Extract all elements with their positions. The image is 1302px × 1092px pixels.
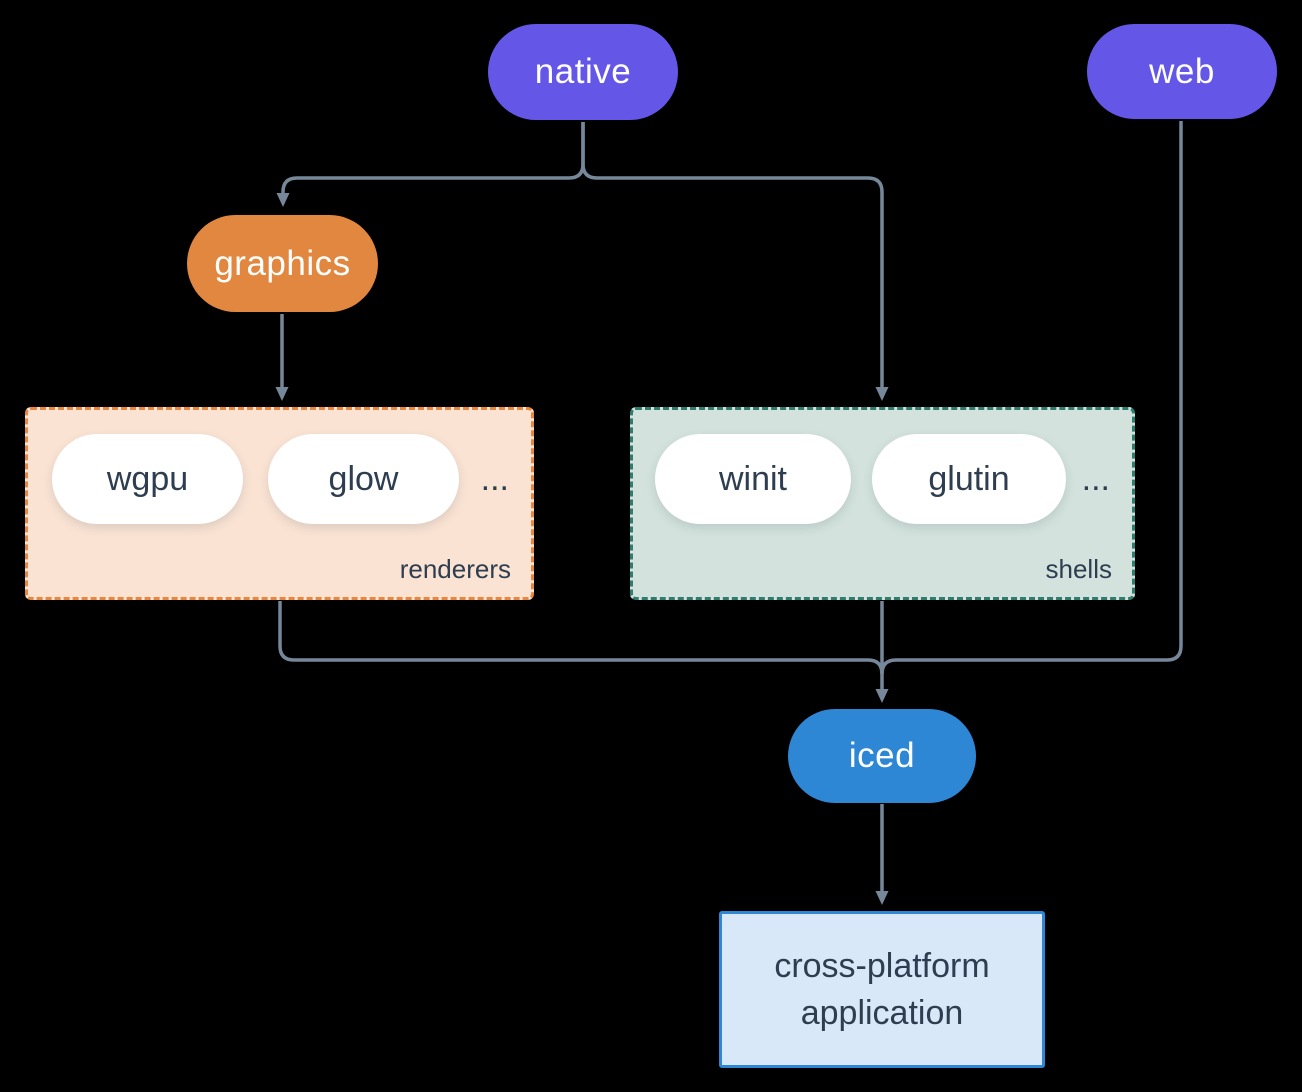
node-iced-label: iced — [848, 736, 916, 775]
application-label-line1: cross-platform — [774, 946, 990, 985]
node-graphics: graphics — [187, 215, 378, 312]
node-glutin: glutin — [872, 434, 1066, 524]
group-renderers-label: renderers — [399, 554, 511, 584]
shells-ellipsis: ... — [1081, 459, 1110, 498]
group-shells: winit glutin ... shells — [630, 407, 1135, 600]
node-wgpu: wgpu — [52, 434, 243, 524]
node-native-label: native — [534, 52, 632, 91]
group-shells-label: shells — [1045, 554, 1112, 584]
edge-renderers-merge — [278, 601, 884, 675]
edge-native-graphics — [276, 122, 585, 207]
node-winit-label: winit — [718, 459, 788, 498]
node-web-label: web — [1149, 51, 1215, 91]
node-wgpu-label: wgpu — [106, 459, 189, 498]
node-glow-label: glow — [328, 459, 399, 498]
node-winit: winit — [655, 434, 851, 524]
node-glutin-label: glutin — [928, 459, 1010, 498]
node-web: web — [1087, 24, 1277, 119]
node-iced: iced — [788, 709, 976, 803]
application-label-line2: application — [800, 993, 964, 1032]
node-glow: glow — [268, 434, 459, 524]
node-application: cross-platform application — [719, 911, 1045, 1068]
node-graphics-label: graphics — [214, 243, 351, 283]
edge-native-shells — [581, 122, 889, 401]
node-native: native — [488, 24, 678, 120]
group-renderers: wgpu glow ... renderers — [25, 407, 534, 600]
renderers-ellipsis: ... — [480, 459, 509, 498]
